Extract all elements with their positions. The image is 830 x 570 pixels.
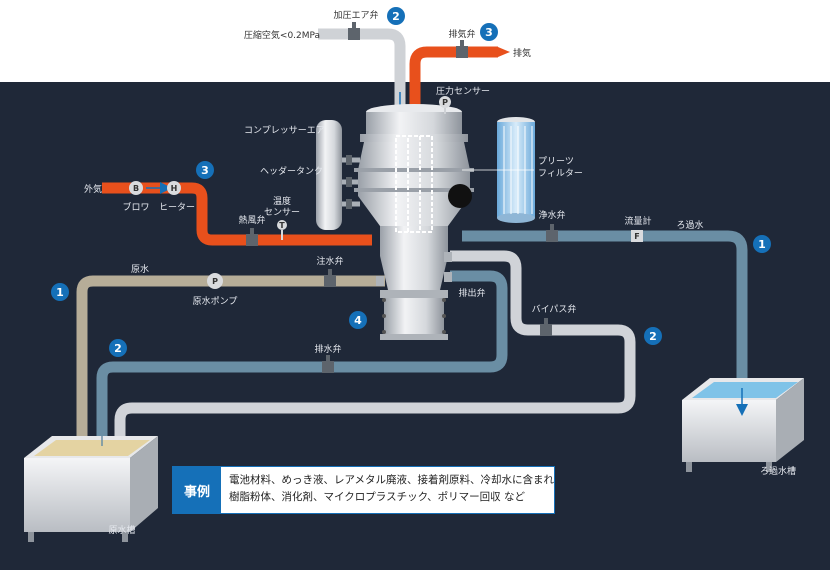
badge-hot-air: 3	[196, 161, 214, 179]
flow-letter: F	[634, 232, 639, 241]
svg-text:1: 1	[758, 238, 766, 251]
badge-drain: 2	[109, 339, 127, 357]
blower-letter: B	[133, 184, 139, 193]
bypass-pipe	[114, 250, 636, 440]
filter-vessel	[354, 104, 474, 340]
badge-raw-water: 1	[51, 283, 69, 301]
exhaust-arrow-icon	[498, 47, 510, 57]
example-line-2: 樹脂粉体、消化剤、マイクロプラスチック、ポリマー回収 など	[229, 491, 525, 503]
temperature-sensor-instrument: T	[277, 220, 287, 240]
exhaust-valve	[456, 46, 468, 58]
example-text: 電池材料、めっき液、レアメタル廃液、接着剤原料、冷却水に含まれる 樹脂粉体、消化…	[221, 467, 554, 513]
label-raw-water: 原水	[131, 263, 149, 275]
exhaust-pipe	[409, 46, 498, 112]
raw-water-pump-instrument: P	[207, 273, 223, 289]
label-header-tank: ヘッダータンク	[260, 165, 323, 177]
badge-bypass: 2	[644, 327, 662, 345]
bypass-valve	[540, 324, 552, 336]
pump-letter: P	[212, 277, 218, 286]
clean-water-valve-stem	[550, 224, 554, 230]
svg-text:2: 2	[392, 10, 400, 23]
example-line-1: 電池材料、めっき液、レアメタル廃液、接着剤原料、冷却水に含まれる	[229, 474, 554, 486]
label-pressurized-air-valve: 加圧エア弁	[333, 9, 378, 21]
temp-letter: T	[279, 221, 285, 230]
badge-exhaust: 3	[480, 23, 498, 41]
hot-air-valve	[246, 234, 258, 246]
label-exhaust-valve: 排気弁	[448, 28, 475, 40]
filtrate-pipe	[462, 230, 748, 392]
drain-pipe	[96, 270, 508, 440]
label-compressor-air: コンプレッサーエア	[244, 125, 325, 136]
label-raw-water-tank: 原水槽	[108, 524, 135, 536]
example-box: 事例 電池材料、めっき液、レアメタル廃液、接着剤原料、冷却水に含まれる 樹脂粉体…	[172, 466, 555, 514]
label-exhaust: 排気	[513, 47, 531, 59]
water-injection-valve	[324, 275, 336, 287]
svg-text:1: 1	[56, 286, 64, 299]
badge-vessel: 4	[349, 311, 367, 329]
label-pleated-filter-1: プリーツ	[538, 156, 574, 167]
label-water-injection-valve: 注水弁	[316, 255, 343, 267]
pressure-letter: P	[442, 98, 448, 107]
label-discharge-valve: 排出弁	[458, 287, 485, 299]
clean-water-valve	[546, 230, 558, 242]
label-filtrate: ろ過水	[676, 219, 703, 231]
svg-text:3: 3	[201, 164, 209, 177]
label-drain-valve: 排水弁	[314, 343, 341, 355]
label-temp-sensor-2: センサー	[264, 207, 300, 218]
label-hot-air-valve: 熱風弁	[238, 214, 265, 226]
drain-valve	[322, 361, 334, 373]
badge-filtrate: 1	[753, 235, 771, 253]
label-clean-water-valve: 浄水弁	[538, 209, 565, 221]
svg-text:4: 4	[354, 314, 362, 327]
label-outside-air: 外気	[84, 183, 102, 195]
blower-instrument: B	[129, 181, 143, 195]
pressurized-air-valve-stem	[352, 22, 356, 28]
header-valve-3	[346, 199, 352, 209]
svg-text:2: 2	[114, 342, 122, 355]
svg-text:2: 2	[649, 330, 657, 343]
water-injection-valve-stem	[328, 269, 332, 275]
compressed-air-pipe	[318, 28, 406, 112]
label-heater: ヒーター	[159, 202, 195, 213]
pressurized-air-valve	[348, 28, 360, 40]
drain-valve-stem	[326, 355, 330, 361]
filtrate-tank	[682, 378, 804, 472]
header-valve-1	[346, 155, 352, 165]
label-bypass-valve: バイパス弁	[532, 303, 577, 315]
raw-water-tank	[24, 436, 158, 542]
svg-text:3: 3	[485, 26, 493, 39]
badge-air-valve: 2	[387, 7, 405, 25]
label-pressure-sensor: 圧力センサー	[436, 85, 490, 97]
example-tag: 事例	[173, 467, 221, 513]
label-compressed-air: 圧縮空気<0.2MPa	[244, 29, 320, 41]
pressure-sensor-instrument: P	[439, 96, 451, 114]
header-valve-2	[346, 177, 352, 187]
hot-air-valve-stem	[250, 228, 254, 234]
bypass-valve-stem	[544, 318, 548, 324]
raw-water-pipe	[76, 275, 385, 440]
heater-letter: H	[171, 184, 178, 193]
exhaust-valve-stem	[460, 40, 464, 46]
flow-meter-instrument: F	[631, 230, 643, 242]
label-raw-water-pump: 原水ポンプ	[193, 295, 238, 307]
label-flow-meter: 流量計	[624, 215, 651, 227]
label-pleated-filter-2: フィルター	[538, 168, 583, 179]
label-filtrate-tank: ろ過水槽	[760, 465, 796, 477]
hot-air-pipe	[102, 182, 372, 246]
heater-instrument: H	[167, 181, 181, 195]
header-tank	[316, 120, 342, 230]
label-blower: ブロワ	[122, 201, 149, 213]
label-temp-sensor-1: 温度	[273, 195, 291, 207]
